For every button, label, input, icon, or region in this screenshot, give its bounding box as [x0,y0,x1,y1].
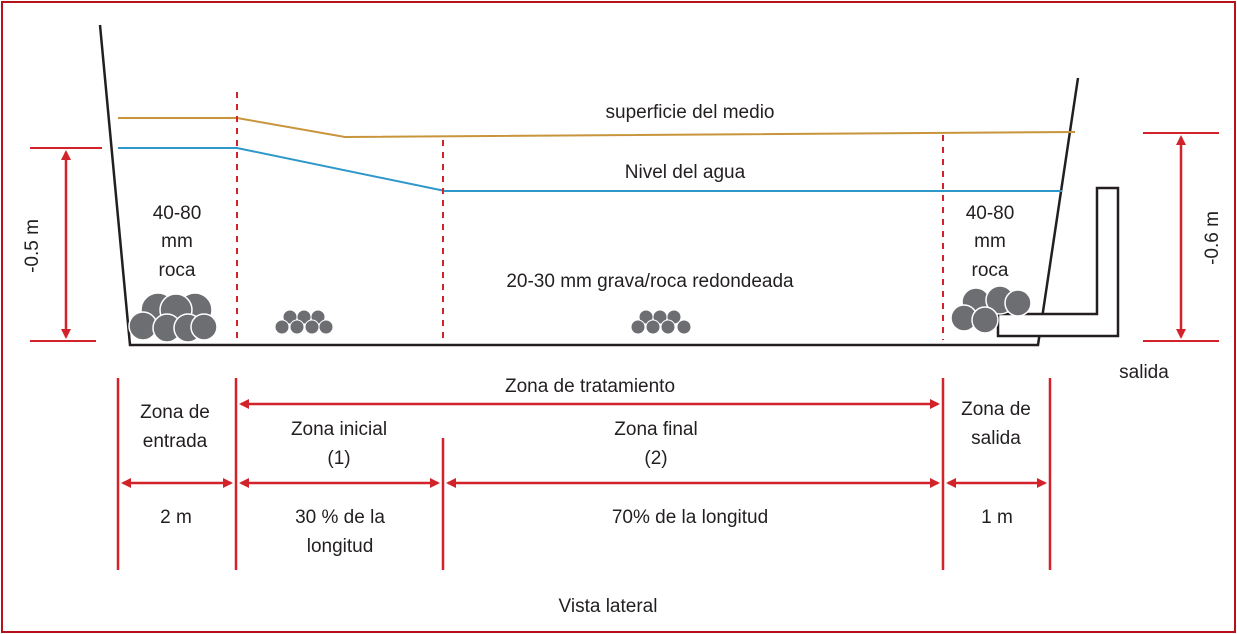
initial-length-label: 30 % de la longitud [295,507,385,557]
inlet-length-label: 2 m [160,507,192,528]
svg-text:(1): (1) [327,448,350,469]
view-caption: Vista lateral [559,596,658,617]
svg-text:Zona final: Zona final [614,419,697,440]
water-level-label: Nivel del agua [625,162,746,183]
outlet-rocks-icon [950,285,1032,334]
gravel-label: 20-30 mm grava/roca redondeada [506,271,794,292]
length-arrows [121,399,1047,488]
svg-text:roca: roca [972,260,1009,281]
treatment-zone-label: Zona de tratamiento [505,376,675,397]
inlet-rocks-icon [128,292,218,343]
zone-dividers [236,92,944,340]
outlet-zone-label: Zona de salida [961,399,1031,449]
svg-text:roca: roca [159,260,196,281]
media-surface-line [118,117,1076,139]
surface-label: superficie del medio [606,102,775,123]
gravel-initial-icon [274,309,334,335]
initial-zone-label: Zona inicial (1) [291,419,387,469]
svg-text:(2): (2) [644,448,667,469]
water-level-line [118,147,1062,192]
svg-text:30 % de la: 30 % de la [295,507,385,528]
inlet-zone-label: Zona de entrada [140,402,210,452]
inlet-rock-label: 40-80 mm roca [153,203,202,281]
right-depth-dimension [1143,132,1219,342]
svg-text:Zona inicial: Zona inicial [291,419,387,440]
outlet-pipe [996,186,1120,338]
gravel-final-icon [630,309,692,335]
final-length-label: 70% de la longitud [612,507,768,528]
left-depth-dimension [30,147,102,342]
final-zone-label: Zona final (2) [614,419,697,469]
svg-text:mm: mm [161,231,193,252]
zone-extension-lines [116,378,1052,570]
outlet-rock-label: 40-80 mm roca [966,203,1015,281]
svg-text:40-80: 40-80 [153,203,202,224]
outlet-length-label: 1 m [981,507,1013,528]
svg-text:Zona de: Zona de [961,399,1031,420]
basin-outline [98,24,1080,347]
svg-text:salida: salida [971,428,1021,449]
right-depth-label: -0.6 m [1202,211,1223,265]
svg-text:40-80: 40-80 [966,203,1015,224]
svg-text:mm: mm [974,231,1006,252]
svg-text:longitud: longitud [307,536,374,557]
svg-text:Zona de: Zona de [140,402,210,423]
left-depth-label: -0.5 m [22,219,43,273]
svg-text:entrada: entrada [143,431,208,452]
outlet-label: salida [1119,362,1169,383]
